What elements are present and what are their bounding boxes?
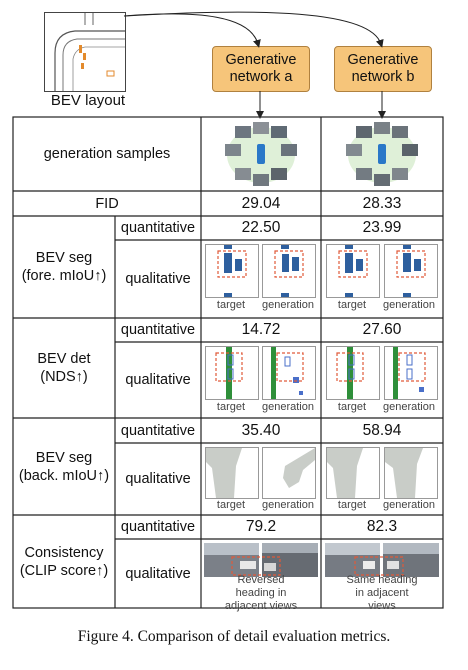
det-target-a bbox=[205, 346, 259, 400]
consistency-quantitative-label: quantitative bbox=[120, 519, 196, 535]
seg-fore-target-caption-b: target bbox=[337, 298, 367, 311]
generative-network-a-box: Generative network a bbox=[212, 46, 310, 92]
bev-det-value-b: 27.60 bbox=[362, 321, 402, 338]
consistency-views-a bbox=[204, 543, 318, 577]
bev-seg-fore-value-a: 22.50 bbox=[241, 219, 281, 236]
consistency-note-a: Reversed heading in adjacent views bbox=[224, 573, 298, 612]
consistency-label: Consistency (CLIP score↑) bbox=[19, 544, 109, 579]
seg-fore-generation-a bbox=[262, 244, 316, 298]
bev-seg-fore-qualitative-label: qualitative bbox=[125, 271, 191, 287]
seg-fore-generation-b bbox=[384, 244, 438, 298]
generation-sample-a bbox=[225, 122, 297, 186]
seg-back-generation-caption-b: generation bbox=[383, 498, 435, 511]
consistency-value-b: 82.3 bbox=[366, 518, 398, 535]
seg-back-target-caption-b: target bbox=[337, 498, 367, 511]
fid-value-b: 28.33 bbox=[362, 194, 402, 212]
det-target-caption-a: target bbox=[216, 400, 246, 413]
det-generation-b bbox=[384, 346, 438, 400]
bev-seg-fore-quantitative-label: quantitative bbox=[120, 220, 196, 236]
figure-caption: Figure 4. Comparison of detail evaluatio… bbox=[77, 628, 391, 645]
bev-seg-back-value-b: 58.94 bbox=[362, 421, 402, 439]
bev-seg-back-qualitative-label: qualitative bbox=[125, 471, 191, 487]
bev-seg-back-value-a: 35.40 bbox=[241, 421, 281, 439]
consistency-qualitative-label: qualitative bbox=[125, 565, 191, 582]
bev-det-label: BEV det (NDS↑) bbox=[37, 351, 91, 385]
bev-seg-fore-label: BEV seg (fore. mIoU↑) bbox=[21, 250, 107, 284]
bev-seg-back-quantitative-label: quantitative bbox=[120, 422, 196, 439]
seg-fore-target-caption-a: target bbox=[216, 298, 246, 311]
seg-fore-generation-caption-b: generation bbox=[383, 298, 435, 311]
bev-det-quantitative-label: quantitative bbox=[120, 322, 196, 338]
consistency-value-a: 79.2 bbox=[245, 518, 277, 535]
flow-arrows bbox=[123, 11, 386, 119]
seg-back-generation-a bbox=[262, 447, 316, 499]
det-target-caption-b: target bbox=[337, 400, 367, 413]
bev-layout-image bbox=[44, 12, 126, 92]
generation-samples-label: generation samples bbox=[43, 146, 171, 162]
seg-back-target-a bbox=[205, 447, 259, 499]
generative-network-b-box: Generative network b bbox=[334, 46, 432, 92]
det-target-b bbox=[326, 346, 380, 400]
seg-back-generation-caption-a: generation bbox=[262, 498, 314, 511]
bev-det-value-a: 14.72 bbox=[241, 321, 281, 338]
bev-seg-fore-value-b: 23.99 bbox=[362, 219, 402, 236]
seg-back-target-caption-a: target bbox=[216, 498, 246, 511]
seg-back-target-b bbox=[326, 447, 380, 499]
seg-fore-target-b bbox=[326, 244, 380, 298]
det-generation-a bbox=[262, 346, 316, 400]
generative-network-a-label: Generative network a bbox=[225, 52, 297, 85]
seg-fore-target-a bbox=[205, 244, 259, 298]
fid-value-a: 29.04 bbox=[241, 194, 281, 212]
table-grid bbox=[12, 116, 444, 609]
seg-back-generation-b bbox=[384, 447, 438, 499]
generation-sample-b bbox=[346, 122, 418, 186]
bev-layout-drawing bbox=[54, 13, 125, 91]
seg-fore-generation-caption-a: generation bbox=[262, 298, 314, 311]
det-generation-caption-a: generation bbox=[262, 400, 314, 413]
bev-layout-label: BEV layout bbox=[50, 92, 126, 109]
consistency-views-b bbox=[325, 543, 439, 577]
bev-det-qualitative-label: qualitative bbox=[125, 372, 191, 388]
det-generation-caption-b: generation bbox=[383, 400, 435, 413]
bev-seg-back-label: BEV seg (back. mIoU↑) bbox=[18, 449, 110, 484]
generative-network-b-label: Generative network b bbox=[347, 52, 419, 85]
consistency-note-b: Same heading in adjacent views bbox=[346, 573, 418, 612]
fid-label: FID bbox=[95, 195, 119, 212]
